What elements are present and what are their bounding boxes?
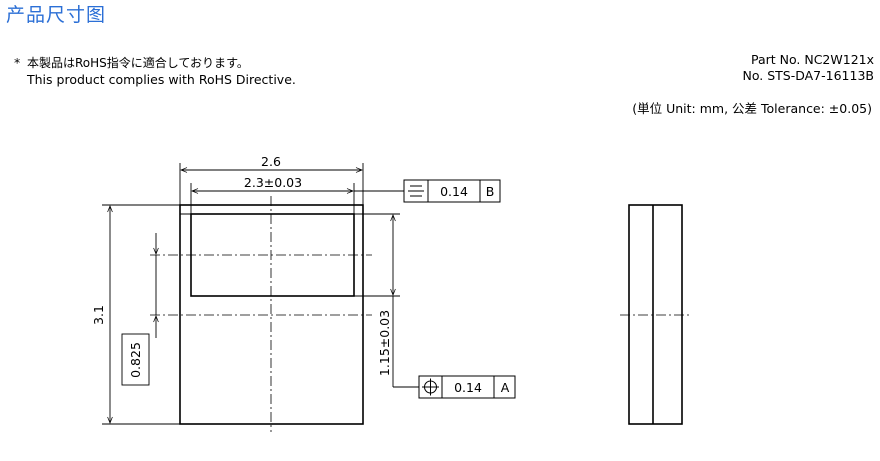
dim-width-total-label: 2.6 <box>261 154 281 169</box>
tolerance-frame-symmetry <box>403 179 501 203</box>
position-datum: A <box>501 380 510 395</box>
note-asterisk: * <box>14 55 21 70</box>
dim-offset-vertical-label: 1.15±0.03 <box>377 310 392 376</box>
part-number: Part No. NC2W121x <box>750 52 874 67</box>
rohs-note-english: This product complies with RoHS Directiv… <box>27 72 296 87</box>
front-view <box>150 196 372 432</box>
symmetry-tolerance-value: 0.14 <box>440 184 468 199</box>
dim-offset-vertical <box>354 213 419 388</box>
drawing-title: 产品尺寸图 <box>6 4 107 26</box>
dim-basic-label: 0.825 <box>128 342 143 378</box>
dim-width-inner <box>190 183 404 214</box>
position-tolerance-value: 0.14 <box>454 380 482 395</box>
units-tolerance-note: (単位 Unit: mm, 公差 Tolerance: ±0.05) <box>632 101 872 116</box>
dim-width-inner-label: 2.3±0.03 <box>244 175 302 190</box>
dim-width-total <box>179 163 364 205</box>
dim-height-total-label: 3.1 <box>91 305 106 325</box>
dim-height-total <box>102 204 180 425</box>
package-outline <box>179 204 364 425</box>
tolerance-frame-position <box>418 375 516 399</box>
side-view <box>620 204 692 425</box>
symmetry-icon <box>408 185 424 197</box>
rohs-note-japanese: 本製品はRoHS指令に適合しております。 <box>27 56 249 70</box>
position-icon <box>422 378 439 396</box>
dim-basic <box>121 233 159 386</box>
side-outline <box>628 204 683 425</box>
document-number: No. STS-DA7-16113B <box>742 68 874 83</box>
symmetry-datum: B <box>486 184 495 199</box>
part-info: Part No. NC2W121x No. STS-DA7-16113B <box>742 52 874 84</box>
